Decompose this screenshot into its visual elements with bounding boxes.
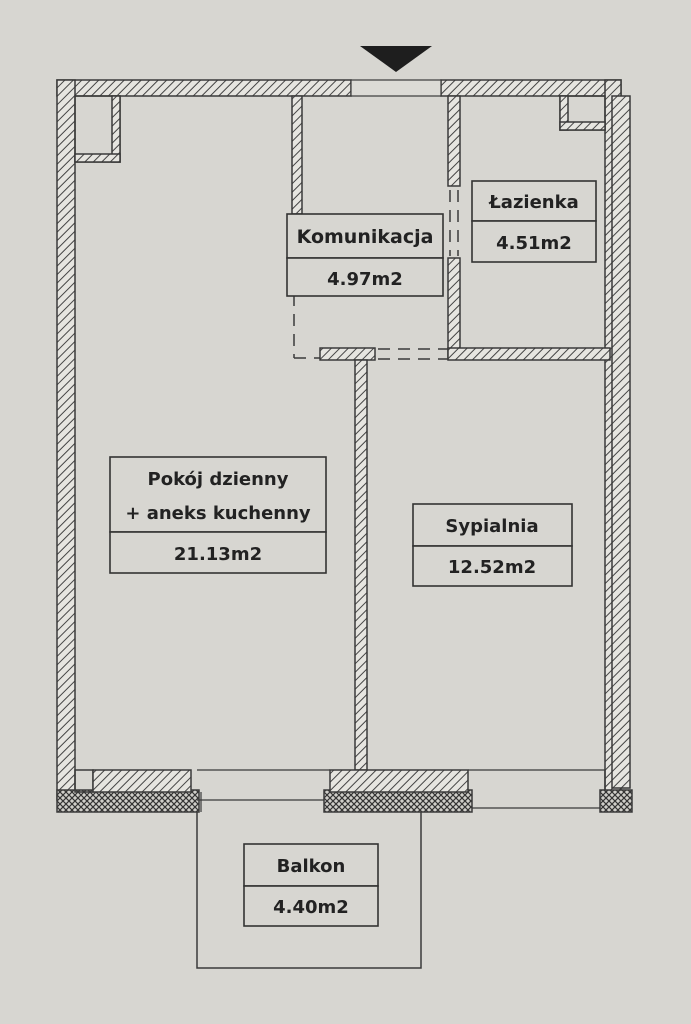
- room-balcony-area: 4.40m2: [273, 897, 349, 918]
- room-living-name-line2: + aneks kuchenny: [125, 503, 311, 524]
- room-balcony-name: Balkon: [277, 856, 346, 877]
- balcony-outline: [196, 812, 422, 969]
- room-hall: Komunikacja 4.97m2: [286, 213, 444, 297]
- room-bathroom: Łazienka 4.51m2: [471, 180, 597, 263]
- room-bathroom-name: Łazienka: [488, 192, 579, 213]
- room-living-area: 21.13m2: [174, 544, 262, 565]
- room-living-name-line1: Pokój dzienny: [148, 469, 289, 490]
- room-bedroom: Sypialnia 12.52m2: [412, 503, 573, 587]
- room-bedroom-name: Sypialnia: [445, 516, 538, 537]
- room-bedroom-area: 12.52m2: [448, 557, 536, 578]
- room-balcony: Balkon 4.40m2: [243, 843, 379, 927]
- room-bathroom-area: 4.51m2: [496, 233, 572, 254]
- door-openings: [293, 190, 459, 360]
- bottom-wall: [56, 769, 633, 813]
- interior-walls: [291, 95, 611, 771]
- room-hall-area: 4.97m2: [327, 269, 403, 290]
- room-hall-name: Komunikacja: [297, 226, 434, 248]
- outer-walls: [56, 79, 631, 801]
- ventilation-ducts: [74, 95, 606, 163]
- room-living: Pokój dzienny + aneks kuchenny 21.13m2: [109, 456, 327, 574]
- entrance-arrow-icon: [360, 46, 432, 72]
- entrance-door: [350, 79, 442, 97]
